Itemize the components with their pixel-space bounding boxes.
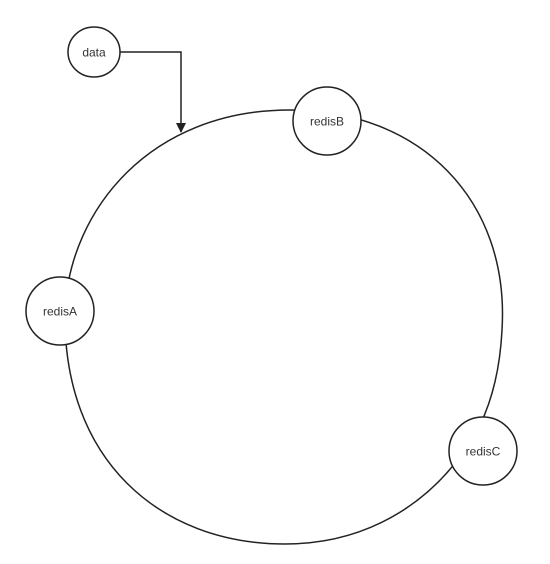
redis-a-node[interactable]: redisA — [25, 276, 95, 346]
data-node[interactable]: data — [67, 26, 121, 78]
redis-b-node-label: redisB — [310, 115, 344, 129]
hash-ring — [64, 109, 504, 545]
redis-a-node-label: redisA — [43, 305, 77, 319]
redis-c-node[interactable]: redisC — [448, 416, 518, 486]
data-to-ring-arrow — [120, 51, 186, 133]
data-node-label: data — [82, 46, 106, 60]
redis-c-node-label: redisC — [466, 445, 501, 459]
redis-b-node[interactable]: redisB — [292, 86, 362, 156]
